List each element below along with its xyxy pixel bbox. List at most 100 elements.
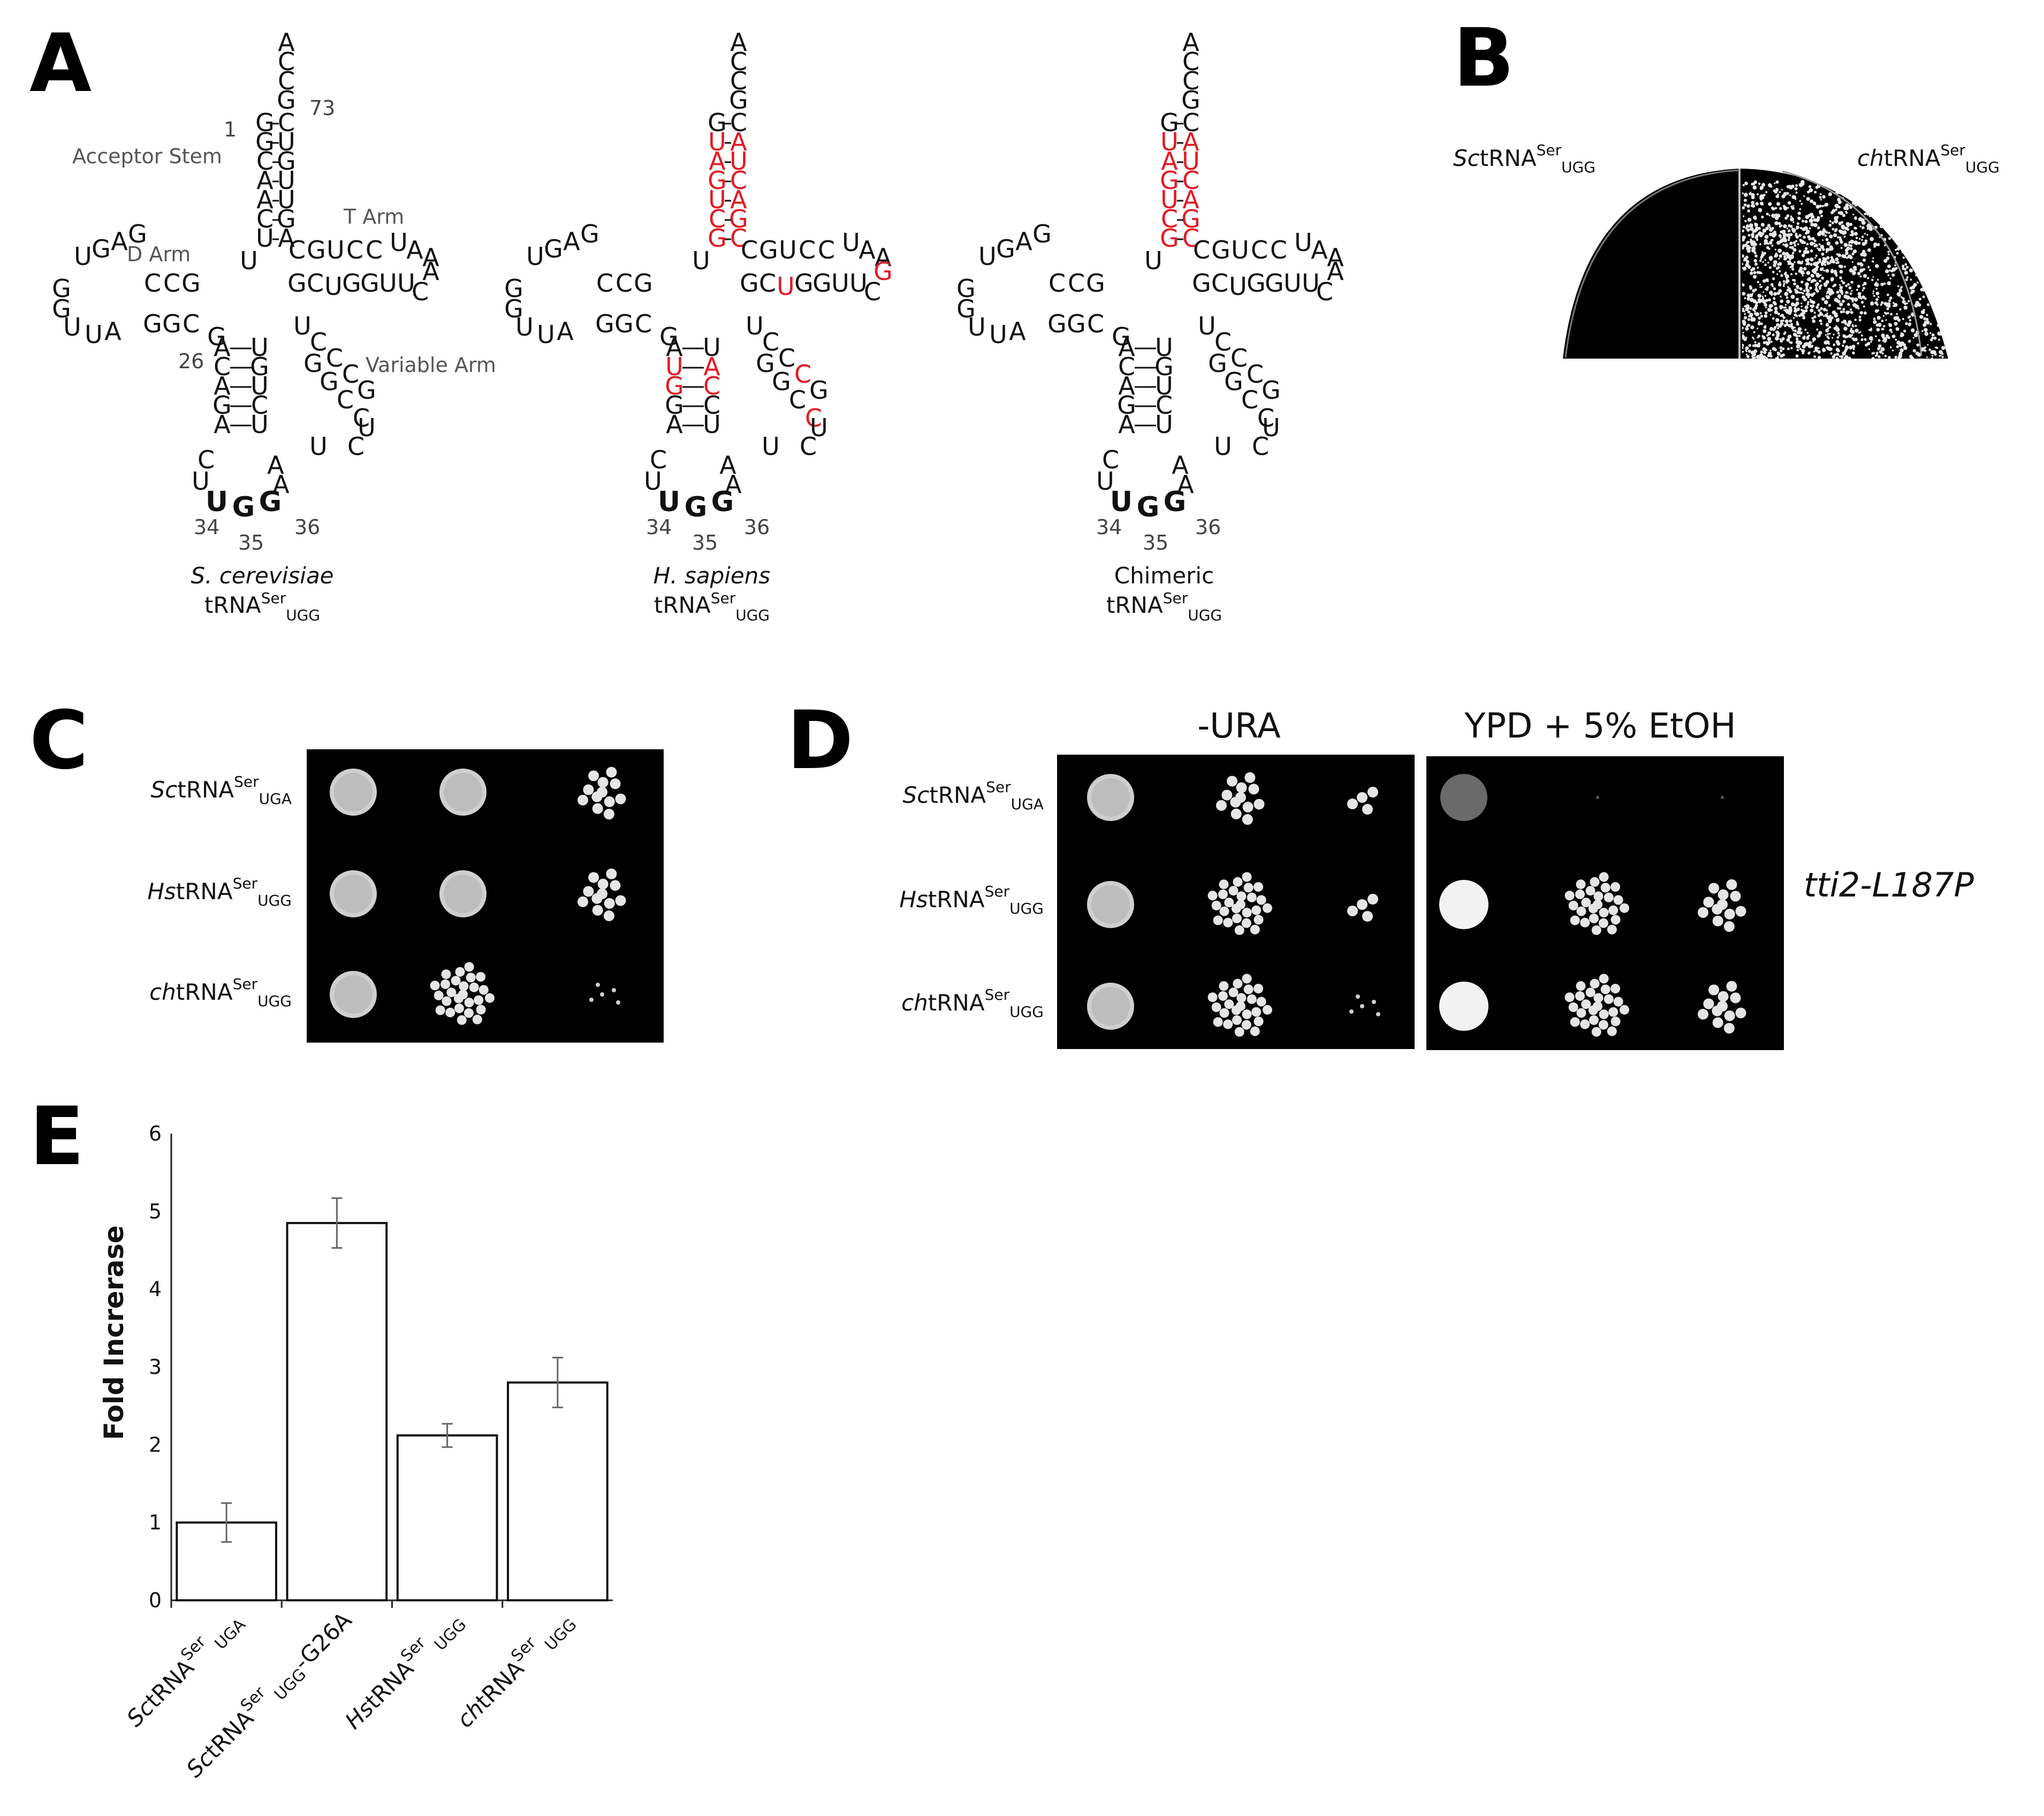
plate-colony <box>1806 271 1811 275</box>
plate-colony <box>1789 313 1791 315</box>
plate-colony <box>1785 280 1789 284</box>
plate-colony <box>1781 314 1784 317</box>
plate-colony <box>1854 337 1858 341</box>
nucleotide: U <box>978 242 997 271</box>
plate-colony <box>1933 199 1935 201</box>
colony <box>451 976 461 986</box>
position-36-label: 36 <box>744 515 770 539</box>
nucleotide: U <box>746 311 764 340</box>
plate-colony <box>1829 332 1831 335</box>
plate-colony <box>1898 354 1903 359</box>
plate-colony <box>1844 355 1849 359</box>
plate-colony <box>1854 203 1858 207</box>
plate-colony <box>1934 353 1937 356</box>
plate-colony <box>1742 320 1746 324</box>
nucleotide: A <box>703 352 720 381</box>
plate-colony <box>1849 181 1852 186</box>
nucleotide: A <box>563 227 580 256</box>
plate-colony <box>1858 332 1860 334</box>
plate-colony <box>1810 305 1812 307</box>
plate-colony <box>1790 310 1792 313</box>
plate-colony <box>1779 270 1781 272</box>
plate-colony <box>1782 316 1785 320</box>
plate-colony <box>1784 308 1789 313</box>
plate-colony <box>1893 305 1895 307</box>
plate-colony <box>1929 271 1934 276</box>
plate-colony <box>1825 248 1830 252</box>
plate-colony <box>1754 344 1758 347</box>
plate-colony <box>1939 226 1943 230</box>
nucleotide: G <box>143 309 162 338</box>
colony <box>610 778 621 789</box>
plate-colony <box>1768 342 1771 344</box>
plate-colony <box>1800 312 1804 317</box>
nucleotide: C <box>1251 235 1268 264</box>
nucleotide: G <box>307 235 326 264</box>
plate-colony <box>1891 349 1894 352</box>
colony <box>1242 908 1252 918</box>
plate-colony <box>1759 353 1764 358</box>
plate-colony <box>1903 268 1907 271</box>
colony <box>1575 889 1585 899</box>
plate-colony <box>1819 319 1822 323</box>
plate-colony <box>1786 311 1788 314</box>
plate-colony <box>1796 227 1798 230</box>
plate-colony <box>1896 313 1898 315</box>
plate-colony <box>1814 257 1817 259</box>
plate-colony <box>1820 322 1823 325</box>
plate-colony <box>1894 322 1898 326</box>
plate-colony <box>1933 279 1936 282</box>
plate-colony <box>1871 191 1875 195</box>
plate-colony <box>1842 351 1847 356</box>
nucleotide: A <box>1182 185 1199 214</box>
plate-colony <box>1833 343 1836 346</box>
nucleotide: G <box>259 486 282 518</box>
plate-colony <box>1838 335 1841 337</box>
colony <box>604 796 615 807</box>
colony <box>1593 993 1604 1003</box>
plate-colony <box>1742 206 1745 210</box>
plate-colony <box>1768 298 1772 302</box>
plate-colony <box>1915 251 1917 253</box>
plate-colony <box>1929 300 1934 304</box>
plate-colony <box>1902 205 1904 207</box>
nucleotide: A <box>730 127 747 156</box>
plate-colony <box>1820 199 1822 201</box>
plate-colony <box>1844 322 1848 325</box>
nucleotide: A <box>214 333 231 362</box>
plate-colony <box>1939 355 1941 357</box>
plate-colony <box>1777 222 1781 225</box>
plate-colony <box>1852 351 1855 355</box>
plate-colony <box>1850 330 1855 334</box>
nucleotide: G <box>504 294 523 323</box>
plate-colony <box>1825 238 1829 241</box>
plate-colony <box>1841 189 1844 193</box>
plate-colony <box>1912 337 1914 339</box>
plate-colony <box>1773 189 1776 193</box>
plate-colony <box>1812 201 1817 206</box>
plate-colony <box>1888 299 1891 302</box>
plate-colony <box>1859 186 1864 191</box>
plate-colony <box>1864 233 1866 235</box>
nucleotide: G <box>1112 322 1131 351</box>
plate-colony <box>1913 203 1916 207</box>
nucleotide: U <box>1096 467 1114 496</box>
plate-colony <box>1790 302 1795 307</box>
colony-spot <box>1091 778 1130 817</box>
plate-colony <box>1752 336 1754 339</box>
colony <box>1598 1020 1608 1030</box>
plate-colony <box>1926 356 1928 358</box>
bar <box>507 1381 609 1601</box>
nucleotide: U <box>849 269 868 298</box>
plate-colony <box>1779 338 1781 340</box>
plate-colony <box>1942 262 1946 266</box>
plate-colony <box>1765 226 1769 230</box>
nucleotide: U <box>192 467 210 496</box>
plate-colony <box>1909 203 1911 206</box>
nucleotide: G <box>756 349 775 378</box>
plate-colony <box>1895 327 1899 331</box>
plate-colony <box>1814 262 1817 264</box>
nucleotide: C <box>1068 269 1085 298</box>
nucleotide: C <box>1182 166 1199 195</box>
